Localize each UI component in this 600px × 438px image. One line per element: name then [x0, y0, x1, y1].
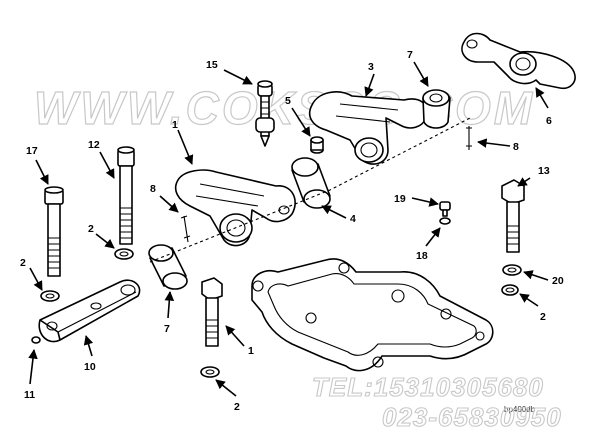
- callout-11: 11: [24, 389, 35, 401]
- callout-6: 6: [546, 115, 552, 127]
- callout-4: 4: [350, 213, 356, 225]
- callout-3: 3: [368, 61, 374, 73]
- callout-13: 13: [538, 165, 550, 177]
- callout-2-a: 2: [88, 223, 94, 235]
- part-12-capscrew: [117, 146, 135, 245]
- callout-8-left: 8: [150, 183, 156, 195]
- part-7-bushing-top: [422, 89, 451, 129]
- callout-7-top: 7: [407, 49, 413, 61]
- part-2-washer-c: [200, 366, 220, 378]
- part-2-washer-a: [114, 248, 134, 260]
- part-2-washer-b: [40, 290, 60, 302]
- callout-8-right: 8: [513, 141, 519, 153]
- part-5-cap: [310, 136, 324, 154]
- part-17-capscrew: [44, 186, 64, 277]
- watermark-text: WWW.COKSGS.COM: [34, 82, 535, 134]
- callout-12: 12: [88, 139, 100, 151]
- part-15-adjusting-screw: [255, 80, 275, 147]
- part-19-screw: [439, 201, 451, 217]
- callout-18: 18: [416, 250, 428, 262]
- callout-1-top: 1: [172, 119, 178, 131]
- callout-labels: 15 5 3 7 6 8 1 17 12 8 4 13 19 18 2 2 7 …: [20, 49, 564, 413]
- part-1-capscrew: [201, 277, 223, 347]
- phone-line-2: 023-65830950: [382, 402, 562, 432]
- alignment-line: [149, 117, 471, 263]
- callout-2-d: 2: [234, 401, 240, 413]
- part-10-shaft-support: [38, 279, 141, 343]
- callout-2-c: 2: [540, 311, 546, 323]
- callout-7-mid: 7: [164, 323, 170, 335]
- phone-line-1: TEL:15310305680: [312, 372, 544, 402]
- part-1-rocker-lever: [174, 169, 296, 247]
- part-8-pin-left: [180, 215, 191, 243]
- callout-20: 20: [552, 275, 564, 287]
- callout-15: 15: [206, 59, 218, 71]
- callout-5: 5: [285, 95, 291, 107]
- callout-2-b: 2: [20, 257, 26, 269]
- leader-lines: [28, 61, 549, 397]
- part-2-washer-d: [501, 284, 519, 296]
- part-13-capscrew: [501, 179, 525, 253]
- part-6-rocker-lever: [461, 32, 576, 90]
- rocker-housing-gasket: [251, 258, 494, 372]
- part-3-rocker-lever: [308, 91, 428, 165]
- part-18-washer: [439, 217, 451, 225]
- document-number: bp400db: [504, 405, 536, 414]
- part-8-pin-right: [466, 126, 472, 150]
- part-7-bushing-mid: [148, 244, 188, 290]
- part-11-plug: [31, 336, 41, 344]
- callout-1-bottom: 1: [248, 345, 254, 357]
- callout-10: 10: [84, 361, 96, 373]
- part-20-lock-washer: [502, 264, 522, 276]
- callout-17: 17: [26, 145, 38, 157]
- callout-19: 19: [394, 193, 406, 205]
- part-4-bushing: [291, 157, 331, 209]
